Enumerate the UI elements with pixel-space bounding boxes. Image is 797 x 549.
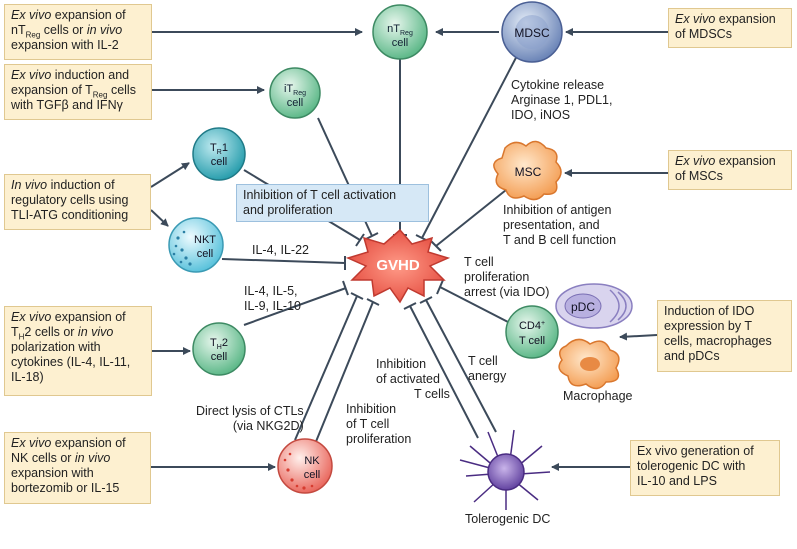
svg-text:iTReg: iTReg (284, 83, 306, 97)
svg-text:NK: NK (304, 455, 320, 467)
box-mdsc-expansion: Ex vivo expansion of MDSCs (668, 8, 792, 48)
gvhd-burst: GVHD (345, 228, 451, 304)
inhibit-nk-a-bar (350, 292, 364, 300)
svg-text:nTReg: nTReg (387, 23, 413, 37)
box-tolerogenic-dc-generation: Ex vivo generation of tolerogenic DC wit… (630, 440, 780, 496)
nkt-cell: NKT cell (168, 217, 224, 273)
svg-text:TR1: TR1 (210, 142, 228, 156)
arrow-invivo-to-nkt (150, 209, 169, 227)
arrow-ido-to-cells (619, 332, 658, 341)
tr1-cell: TR1 cell (192, 127, 246, 181)
th2-cell: TH2 cell (192, 322, 246, 376)
cd4-t-cell: CD4+ T cell (505, 305, 559, 359)
itreg-cell: iTReg cell (269, 67, 321, 119)
svg-text:MDSC: MDSC (514, 26, 550, 40)
svg-text:cell: cell (197, 248, 214, 260)
inhibit-dc-a (409, 305, 479, 439)
label-direct-lysis: Direct lysis of CTLs(via NKG2D) (196, 404, 304, 433)
svg-text:cell: cell (287, 97, 304, 109)
gvhd-label: GVHD (376, 257, 420, 274)
inhibit-th2 (243, 287, 347, 326)
box-ntreg-expansion: Ex vivo expansion of nTReg cells or in v… (4, 4, 152, 60)
svg-text:TH2: TH2 (210, 337, 228, 351)
inhibit-tr1-bar (355, 233, 365, 247)
mdsc-cell: MDSC (501, 1, 563, 63)
inhibit-msc-bar (430, 240, 442, 252)
msc-cell: MSC (493, 140, 562, 201)
svg-text:T cell: T cell (519, 335, 545, 347)
inhibit-itreg-bar (365, 232, 379, 240)
svg-text:NKT: NKT (194, 234, 216, 246)
box-msc-expansion: Ex vivo expansion of MSCs (668, 150, 792, 190)
svg-text:pDC: pDC (571, 300, 595, 314)
inhibit-mdsc (421, 49, 521, 239)
svg-text:cell: cell (211, 351, 228, 363)
inhibit-nk-b-bar (366, 298, 380, 306)
macrophage-cell (558, 338, 620, 390)
svg-text:cell: cell (392, 37, 409, 49)
inhibit-cd4 (439, 286, 511, 324)
label-tolerogenic-dc: Tolerogenic DC (465, 512, 551, 526)
ntreg-cell: nTReg cell (372, 4, 428, 60)
box-th2-expansion: Ex vivo expansion of TH2 cells or in viv… (4, 306, 152, 396)
box-invivo-induction: In vivo induction of regulatory cells us… (4, 174, 151, 230)
box-ido-induction: Induction of IDO expression by T cells, … (657, 300, 792, 372)
box-itreg-induction: Ex vivo induction and expansion of TReg … (4, 64, 152, 120)
inhibit-th2-bar (342, 280, 349, 296)
label-il4-il5: IL-4, IL-5,IL-9, IL-10 (244, 284, 301, 313)
svg-text:CD4+: CD4+ (519, 320, 545, 332)
inhibit-dc-b-bar (419, 296, 433, 304)
box-inhibition-activation: Inhibition of T cell activation and prol… (236, 184, 429, 222)
inhibit-msc (435, 189, 507, 247)
label-macrophage: Macrophage (563, 389, 633, 403)
inhibit-nkt (221, 258, 346, 264)
arrow-invivo-to-tr1 (150, 162, 190, 188)
svg-text:MSC: MSC (515, 165, 542, 179)
inhibit-dc-a-bar (403, 302, 417, 310)
nk-cell: NK cell (277, 438, 333, 494)
box-nk-expansion: Ex vivo expansion of NK cells or in vivo… (4, 432, 151, 504)
svg-text:cell: cell (211, 156, 228, 168)
label-il4-il22: IL-4, IL-22 (252, 243, 309, 257)
pdc-cell: pDC (555, 283, 633, 329)
inhibit-nk-a (294, 295, 358, 441)
inhibit-nk-b (314, 301, 374, 445)
inhibit-dc-b (425, 299, 497, 433)
inhibit-cd4-bar (436, 279, 444, 295)
svg-text:cell: cell (304, 469, 321, 481)
tolerogenic-dc-cell (459, 429, 551, 510)
